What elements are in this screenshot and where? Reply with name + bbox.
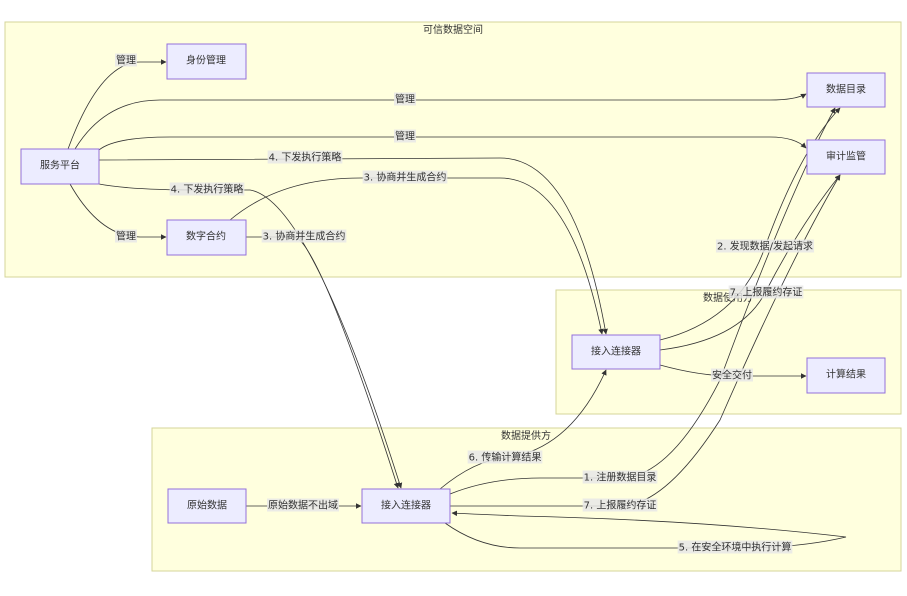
edge-label-e14: 1. 注册数据目录	[582, 470, 658, 484]
edge-label-bg	[582, 498, 658, 512]
node-raw-data[interactable]: 原始数据	[167, 488, 247, 524]
cluster-title: 数据提供方	[501, 429, 551, 442]
edge-label-text: 6. 传输计算结果	[469, 451, 542, 464]
edge-label-text: 3. 协商并生成合约	[263, 230, 346, 243]
edge-label-e5: 4. 下发执行策略	[267, 150, 343, 164]
node-service-platform[interactable]: 服务平台	[20, 148, 100, 185]
edge-label-text: 4. 下发执行策略	[269, 151, 342, 164]
cluster-title: 可信数据空间	[423, 23, 483, 36]
node-label: 原始数据	[187, 499, 227, 512]
edge-label-bg	[677, 540, 793, 554]
edge-label-bg	[267, 150, 343, 164]
edge-label-e9: 2. 发现数据/发起请求	[715, 239, 815, 253]
edge-label-bg	[711, 368, 753, 382]
edge-label-text: 5. 在安全环境中执行计算	[679, 541, 792, 554]
edge-label-e7: 3. 协商并生成合约	[362, 170, 448, 184]
edge-label-text: 7. 上报履约存证	[584, 499, 657, 512]
edge-platform-user-connector	[98, 157, 608, 335]
edge-label-bg	[261, 229, 347, 243]
edge-label-text: 管理	[116, 230, 136, 243]
node-label: 数字合约	[186, 230, 226, 243]
edge-label-bg	[715, 239, 815, 253]
edge-label-e1: 管理	[115, 53, 137, 67]
node-provider-connector[interactable]: 接入连接器	[361, 488, 451, 524]
edge-label-text: 管理	[395, 93, 415, 106]
node-label: 接入连接器	[381, 499, 431, 512]
edge-label-bg	[115, 229, 137, 243]
edge-platform-contract	[69, 183, 167, 240]
edge-label-text: 原始数据不出域	[268, 499, 338, 512]
edge-platform-provider-connector	[98, 183, 403, 489]
edge-label-e16: 5. 在安全环境中执行计算	[677, 540, 793, 554]
edge-label-e4: 管理	[115, 229, 137, 243]
edge-label-text: 安全交付	[712, 369, 752, 382]
edge-label-bg	[467, 450, 543, 464]
edge-label-e6: 4. 下发执行策略	[169, 182, 245, 196]
edge-label-e8: 3. 协商并生成合约	[261, 229, 347, 243]
edge-label-text: 3. 协商并生成合约	[364, 171, 447, 184]
edge-platform-catalog	[74, 93, 807, 150]
edge-label-bg	[728, 285, 804, 299]
edge-platform-audit	[98, 136, 807, 151]
edge-label-e2: 管理	[394, 92, 416, 106]
node-compute-result[interactable]: 计算结果	[806, 357, 886, 394]
edge-label-bg	[394, 92, 416, 106]
node-identity-mgmt[interactable]: 身份管理	[166, 43, 247, 80]
edge-label-text: 管理	[116, 54, 136, 67]
edge-provider-audit	[450, 174, 841, 507]
node-label: 计算结果	[826, 368, 866, 381]
node-label: 接入连接器	[591, 345, 641, 358]
node-audit-supervision[interactable]: 审计监管	[806, 139, 886, 175]
edge-label-bg	[362, 170, 448, 184]
node-digital-contract[interactable]: 数字合约	[166, 219, 247, 256]
edge-label-text: 管理	[395, 130, 415, 143]
edge-provider-catalog	[449, 107, 836, 495]
edge-label-bg	[582, 470, 658, 484]
edge-contract-user-connector	[229, 177, 604, 335]
edge-label-text: 2. 发现数据/发起请求	[717, 240, 813, 253]
node-label: 数据目录	[826, 83, 866, 96]
node-label: 身份管理	[186, 54, 226, 67]
node-data-catalog[interactable]: 数据目录	[806, 72, 886, 108]
edge-label-e11: 安全交付	[711, 368, 753, 382]
edge-label-bg	[169, 182, 245, 196]
edge-label-e15: 7. 上报履约存证	[582, 498, 658, 512]
node-label: 服务平台	[40, 159, 80, 172]
edge-label-text: 7. 上报履约存证	[730, 286, 803, 299]
edge-label-e3: 管理	[394, 129, 416, 143]
node-user-connector[interactable]: 接入连接器	[571, 334, 661, 370]
edge-label-e10: 7. 上报履约存证	[728, 285, 804, 299]
edge-label-text: 1. 注册数据目录	[584, 471, 657, 484]
node-label: 审计监管	[826, 150, 866, 163]
edge-label-bg	[115, 53, 137, 67]
edge-label-bg	[394, 129, 416, 143]
edge-label-e13: 6. 传输计算结果	[467, 450, 543, 464]
cluster-trusted-space: 可信数据空间	[4, 21, 902, 278]
edge-label-bg	[267, 498, 339, 512]
edge-provider-self-loop	[444, 510, 847, 549]
edge-label-text: 4. 下发执行策略	[171, 183, 244, 196]
edge-label-e12: 原始数据不出域	[267, 498, 339, 512]
